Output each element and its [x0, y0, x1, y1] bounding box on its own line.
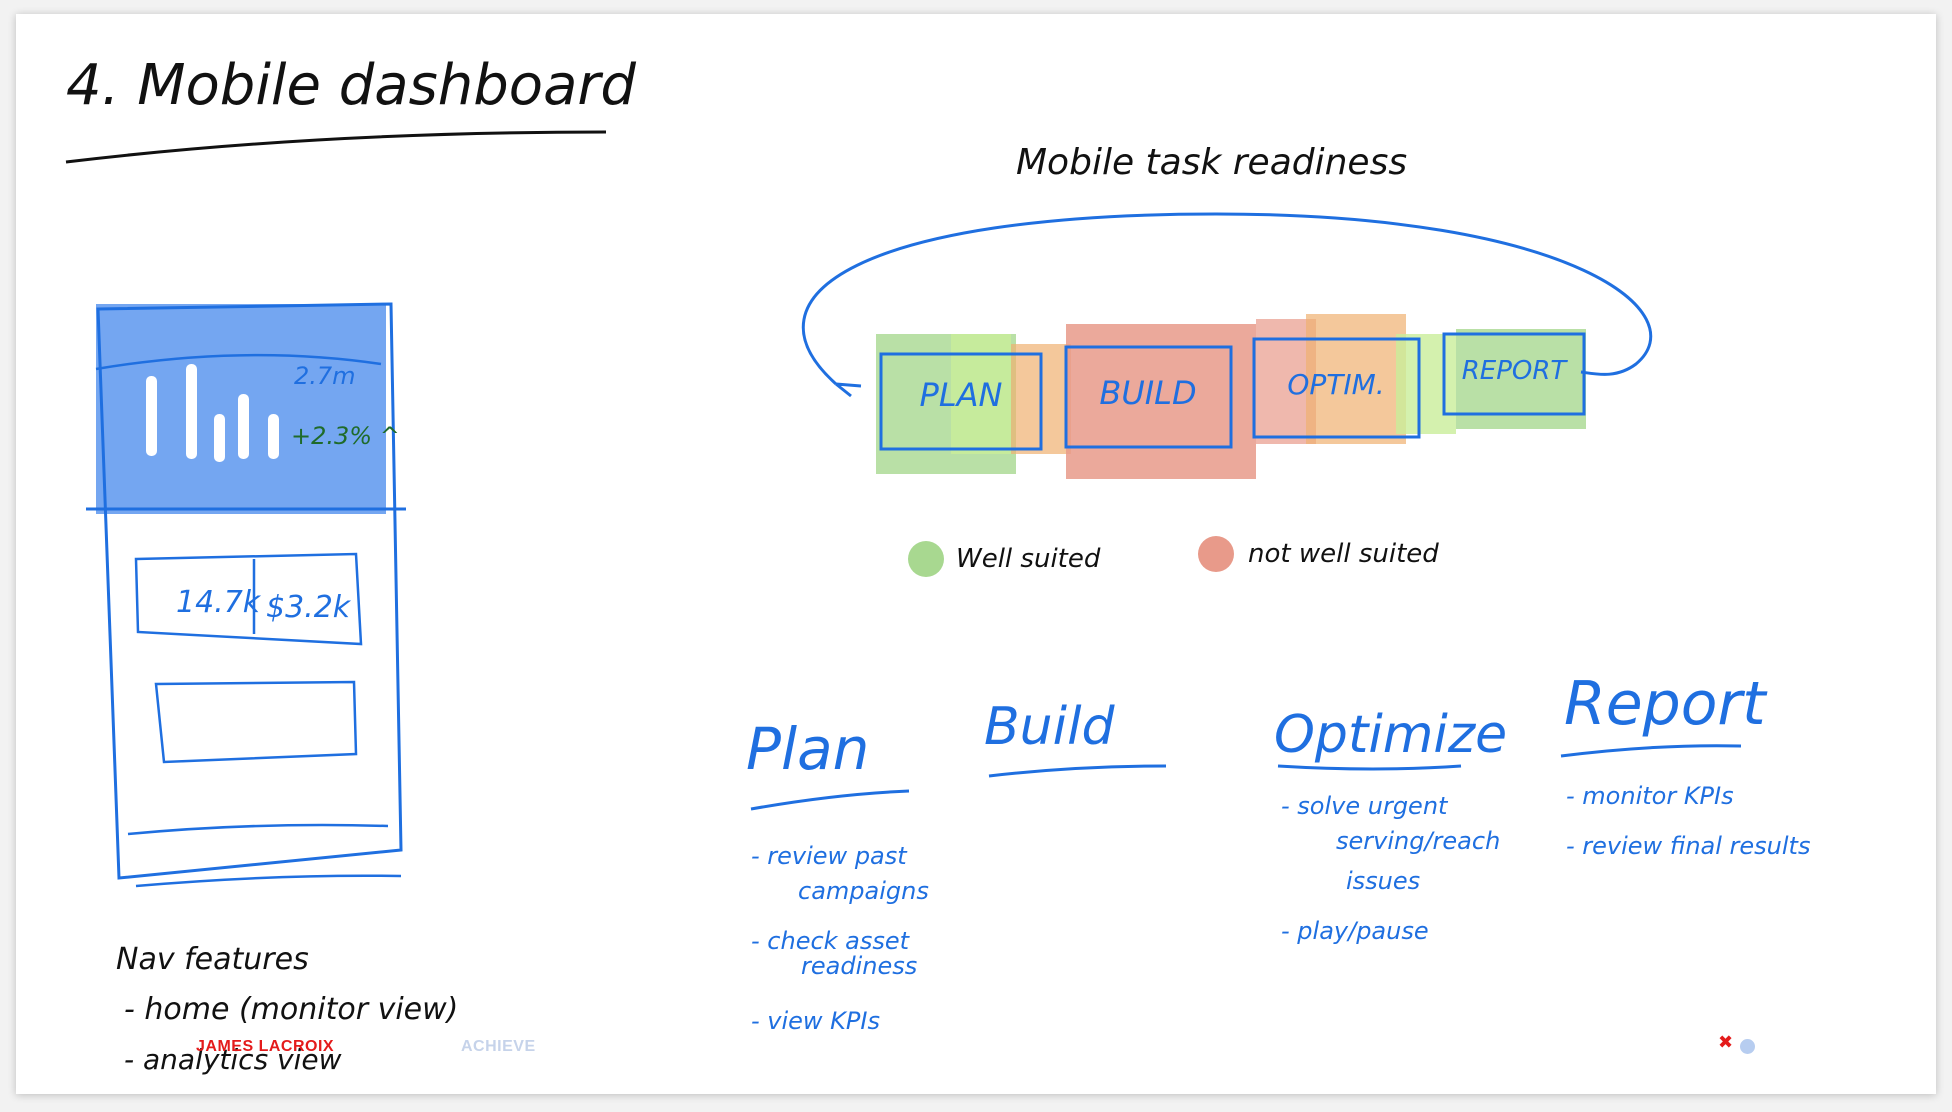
report-item: - review final results — [1566, 832, 1810, 860]
phone-sketch: 2.7m +2.3% ^ 14.7k $3.2k — [86, 302, 406, 888]
plan-item: campaigns — [798, 877, 929, 905]
stage-plan — [879, 352, 1043, 451]
title-underline — [65, 130, 607, 164]
column-heading-plan: Plan — [746, 715, 869, 783]
bar-5 — [268, 414, 279, 459]
bar-1 — [146, 376, 157, 456]
bar-4 — [238, 394, 249, 459]
whiteboard-slide: 4. Mobile dashboard 2.7m +2.3% ^ 14.7k $… — [16, 14, 1936, 1094]
column-heading-optimize: Optimize — [1274, 705, 1507, 765]
cycle-arrow — [801, 212, 1653, 386]
stats-card — [134, 552, 363, 646]
optimize-item: - solve urgent — [1281, 792, 1449, 820]
footer-author: JAMES LACROIX — [196, 1038, 335, 1055]
plan-item: readiness — [801, 952, 917, 980]
slide-indicator-dot[interactable] — [1740, 1039, 1755, 1054]
whiteboard-drawing: 4. Mobile dashboard 2.7m +2.3% ^ 14.7k $… — [65, 53, 1810, 1076]
close-icon[interactable]: ✖ — [1718, 1032, 1734, 1053]
bar-2 — [186, 364, 197, 459]
stage-report — [1442, 332, 1586, 416]
optimize-item: - play/pause — [1281, 917, 1429, 945]
legend-bad-label: not well suited — [1248, 539, 1439, 569]
readiness-title: Mobile task readiness — [1016, 142, 1407, 183]
report-item: - monitor KPIs — [1566, 782, 1734, 810]
plan-item: - check asset — [751, 927, 911, 955]
nav-features: Nav features - home (monitor view) - ana… — [116, 942, 458, 1076]
plan-item: - review past — [751, 842, 908, 870]
stage-label-plan: PLAN — [920, 376, 1003, 414]
bar-3 — [214, 414, 225, 462]
stage-label-optim: OPTIM. — [1287, 368, 1384, 401]
legend-swatch-good — [908, 541, 944, 577]
column-heading-build: Build — [984, 697, 1116, 757]
legend-good-label: Well suited — [956, 544, 1101, 574]
metric-change: +2.3% ^ — [291, 422, 400, 450]
nav-item: - analytics view — [124, 1043, 342, 1076]
legend-swatch-bad — [1198, 536, 1234, 572]
empty-card — [154, 680, 358, 764]
column-optimize: Optimize - solve urgent serving/reach is… — [1274, 705, 1507, 945]
optimize-item: serving/reach — [1336, 827, 1500, 855]
optimize-item: issues — [1346, 867, 1420, 895]
stage-optim — [1252, 337, 1421, 439]
stage-label-report: REPORT — [1462, 356, 1569, 386]
stage-build — [1064, 345, 1233, 449]
nav-heading: Nav features — [116, 942, 309, 977]
plan-item: - view KPIs — [751, 1007, 880, 1035]
column-heading-report: Report — [1564, 669, 1768, 739]
metric-main: 2.7m — [294, 362, 356, 390]
column-plan: Plan - review past campaigns - check ass… — [746, 715, 929, 1035]
footer-tag: ACHIEVE — [461, 1038, 536, 1055]
column-report: Report - monitor KPIs - review final res… — [1560, 669, 1810, 860]
stat-right: $3.2k — [266, 590, 352, 625]
stage-label-build: BUILD — [1099, 374, 1196, 412]
column-build: Build — [984, 697, 1167, 778]
stat-left: 14.7k — [176, 585, 262, 620]
nav-item: - home (monitor view) — [124, 992, 458, 1027]
page-title: 4. Mobile dashboard — [66, 53, 636, 118]
